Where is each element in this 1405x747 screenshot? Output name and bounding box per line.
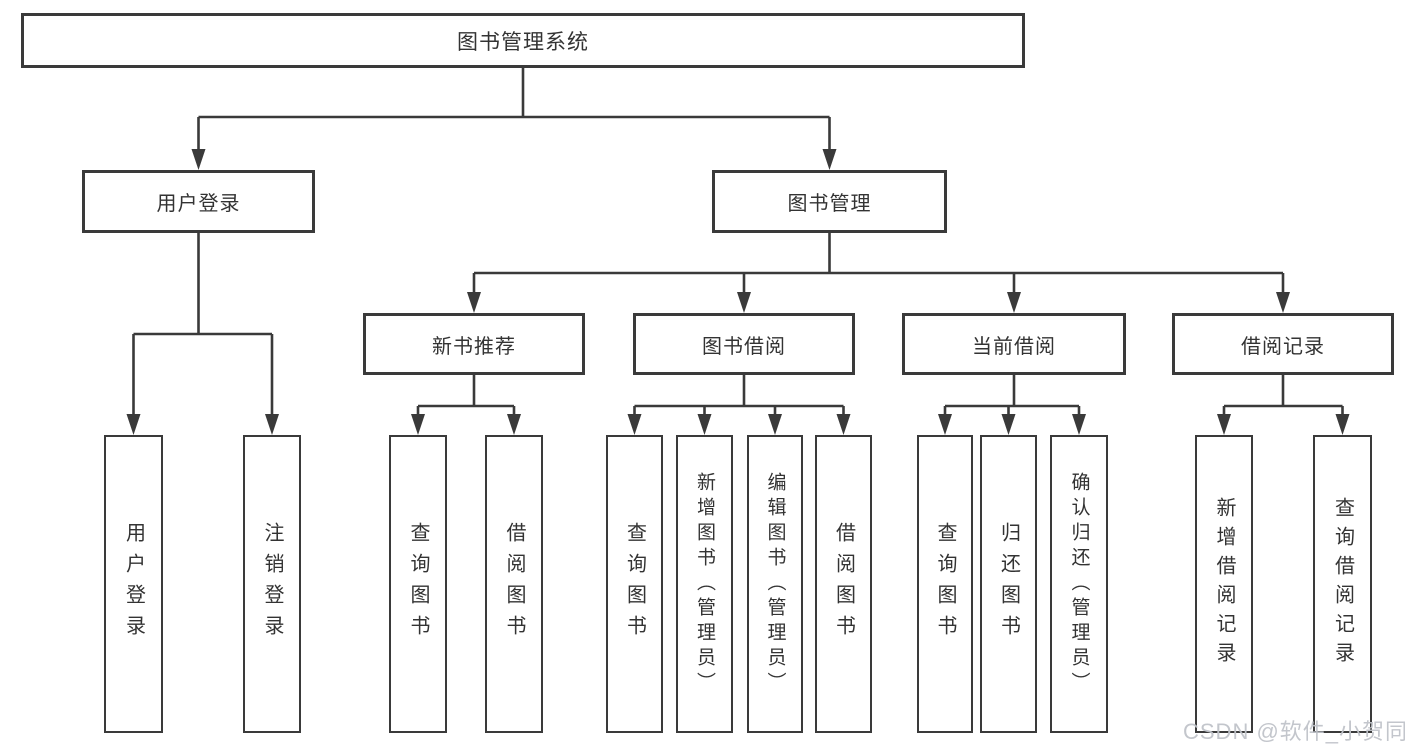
arrowhead-icons	[126, 149, 1350, 435]
node-label: 新增借阅记录	[1213, 497, 1235, 671]
node-label: 当前借阅	[972, 335, 1056, 358]
node-label: 借阅图书	[832, 522, 855, 646]
leaf-return-books: 归还图书	[980, 435, 1037, 733]
node-book-management: 图书管理	[712, 170, 947, 233]
leaf-query-borrow-record: 查询借阅记录	[1313, 435, 1372, 733]
node-label: 查询图书	[407, 522, 429, 646]
node-new-book-recommend: 新书推荐	[363, 313, 585, 375]
leaf-logout: 注销登录	[243, 435, 301, 733]
node-label: 借阅记录	[1241, 335, 1325, 358]
leaf-edit-books-admin: 编辑图书（管理员）	[747, 435, 803, 733]
node-label: 确认归还（管理员）	[1068, 471, 1090, 697]
leaf-borrow-books-recommend: 借阅图书	[485, 435, 543, 733]
leaf-add-books-admin: 新增图书（管理员）	[676, 435, 733, 733]
node-label: 查询借阅记录	[1331, 497, 1354, 671]
node-label: 图书管理	[787, 193, 872, 215]
node-label: 新书推荐	[432, 335, 516, 358]
node-label: 归还图书	[997, 522, 1020, 646]
leaf-query-books-current: 查询图书	[917, 435, 973, 733]
node-label: 图书借阅	[702, 335, 786, 358]
node-label: 新增图书（管理员）	[694, 471, 715, 697]
node-current-borrowing: 当前借阅	[902, 313, 1126, 375]
node-label: 借阅图书	[503, 522, 525, 646]
leaf-add-borrow-record: 新增借阅记录	[1195, 435, 1253, 733]
node-label: 编辑图书（管理员）	[764, 471, 786, 697]
node-label: 查询图书	[934, 522, 956, 646]
node-user-login: 用户登录	[82, 170, 315, 233]
node-label: 注销登录	[261, 522, 283, 646]
node-library-management-system: 图书管理系统	[21, 13, 1025, 68]
leaf-user-login: 用户登录	[104, 435, 163, 733]
node-book-borrowing: 图书借阅	[633, 313, 855, 375]
leaf-borrow-books: 借阅图书	[815, 435, 872, 733]
leaf-query-books-borrow: 查询图书	[606, 435, 663, 733]
node-label: 图书管理系统	[457, 30, 589, 54]
csdn-watermark: CSDN @软件_小贺同学	[1183, 719, 1405, 744]
node-borrow-records: 借阅记录	[1172, 313, 1394, 375]
leaf-confirm-return-admin: 确认归还（管理员）	[1050, 435, 1108, 733]
node-label: 查询图书	[623, 522, 646, 646]
leaf-query-books-recommend: 查询图书	[389, 435, 447, 733]
node-label: 用户登录	[156, 193, 241, 215]
node-label: 用户登录	[122, 522, 145, 646]
